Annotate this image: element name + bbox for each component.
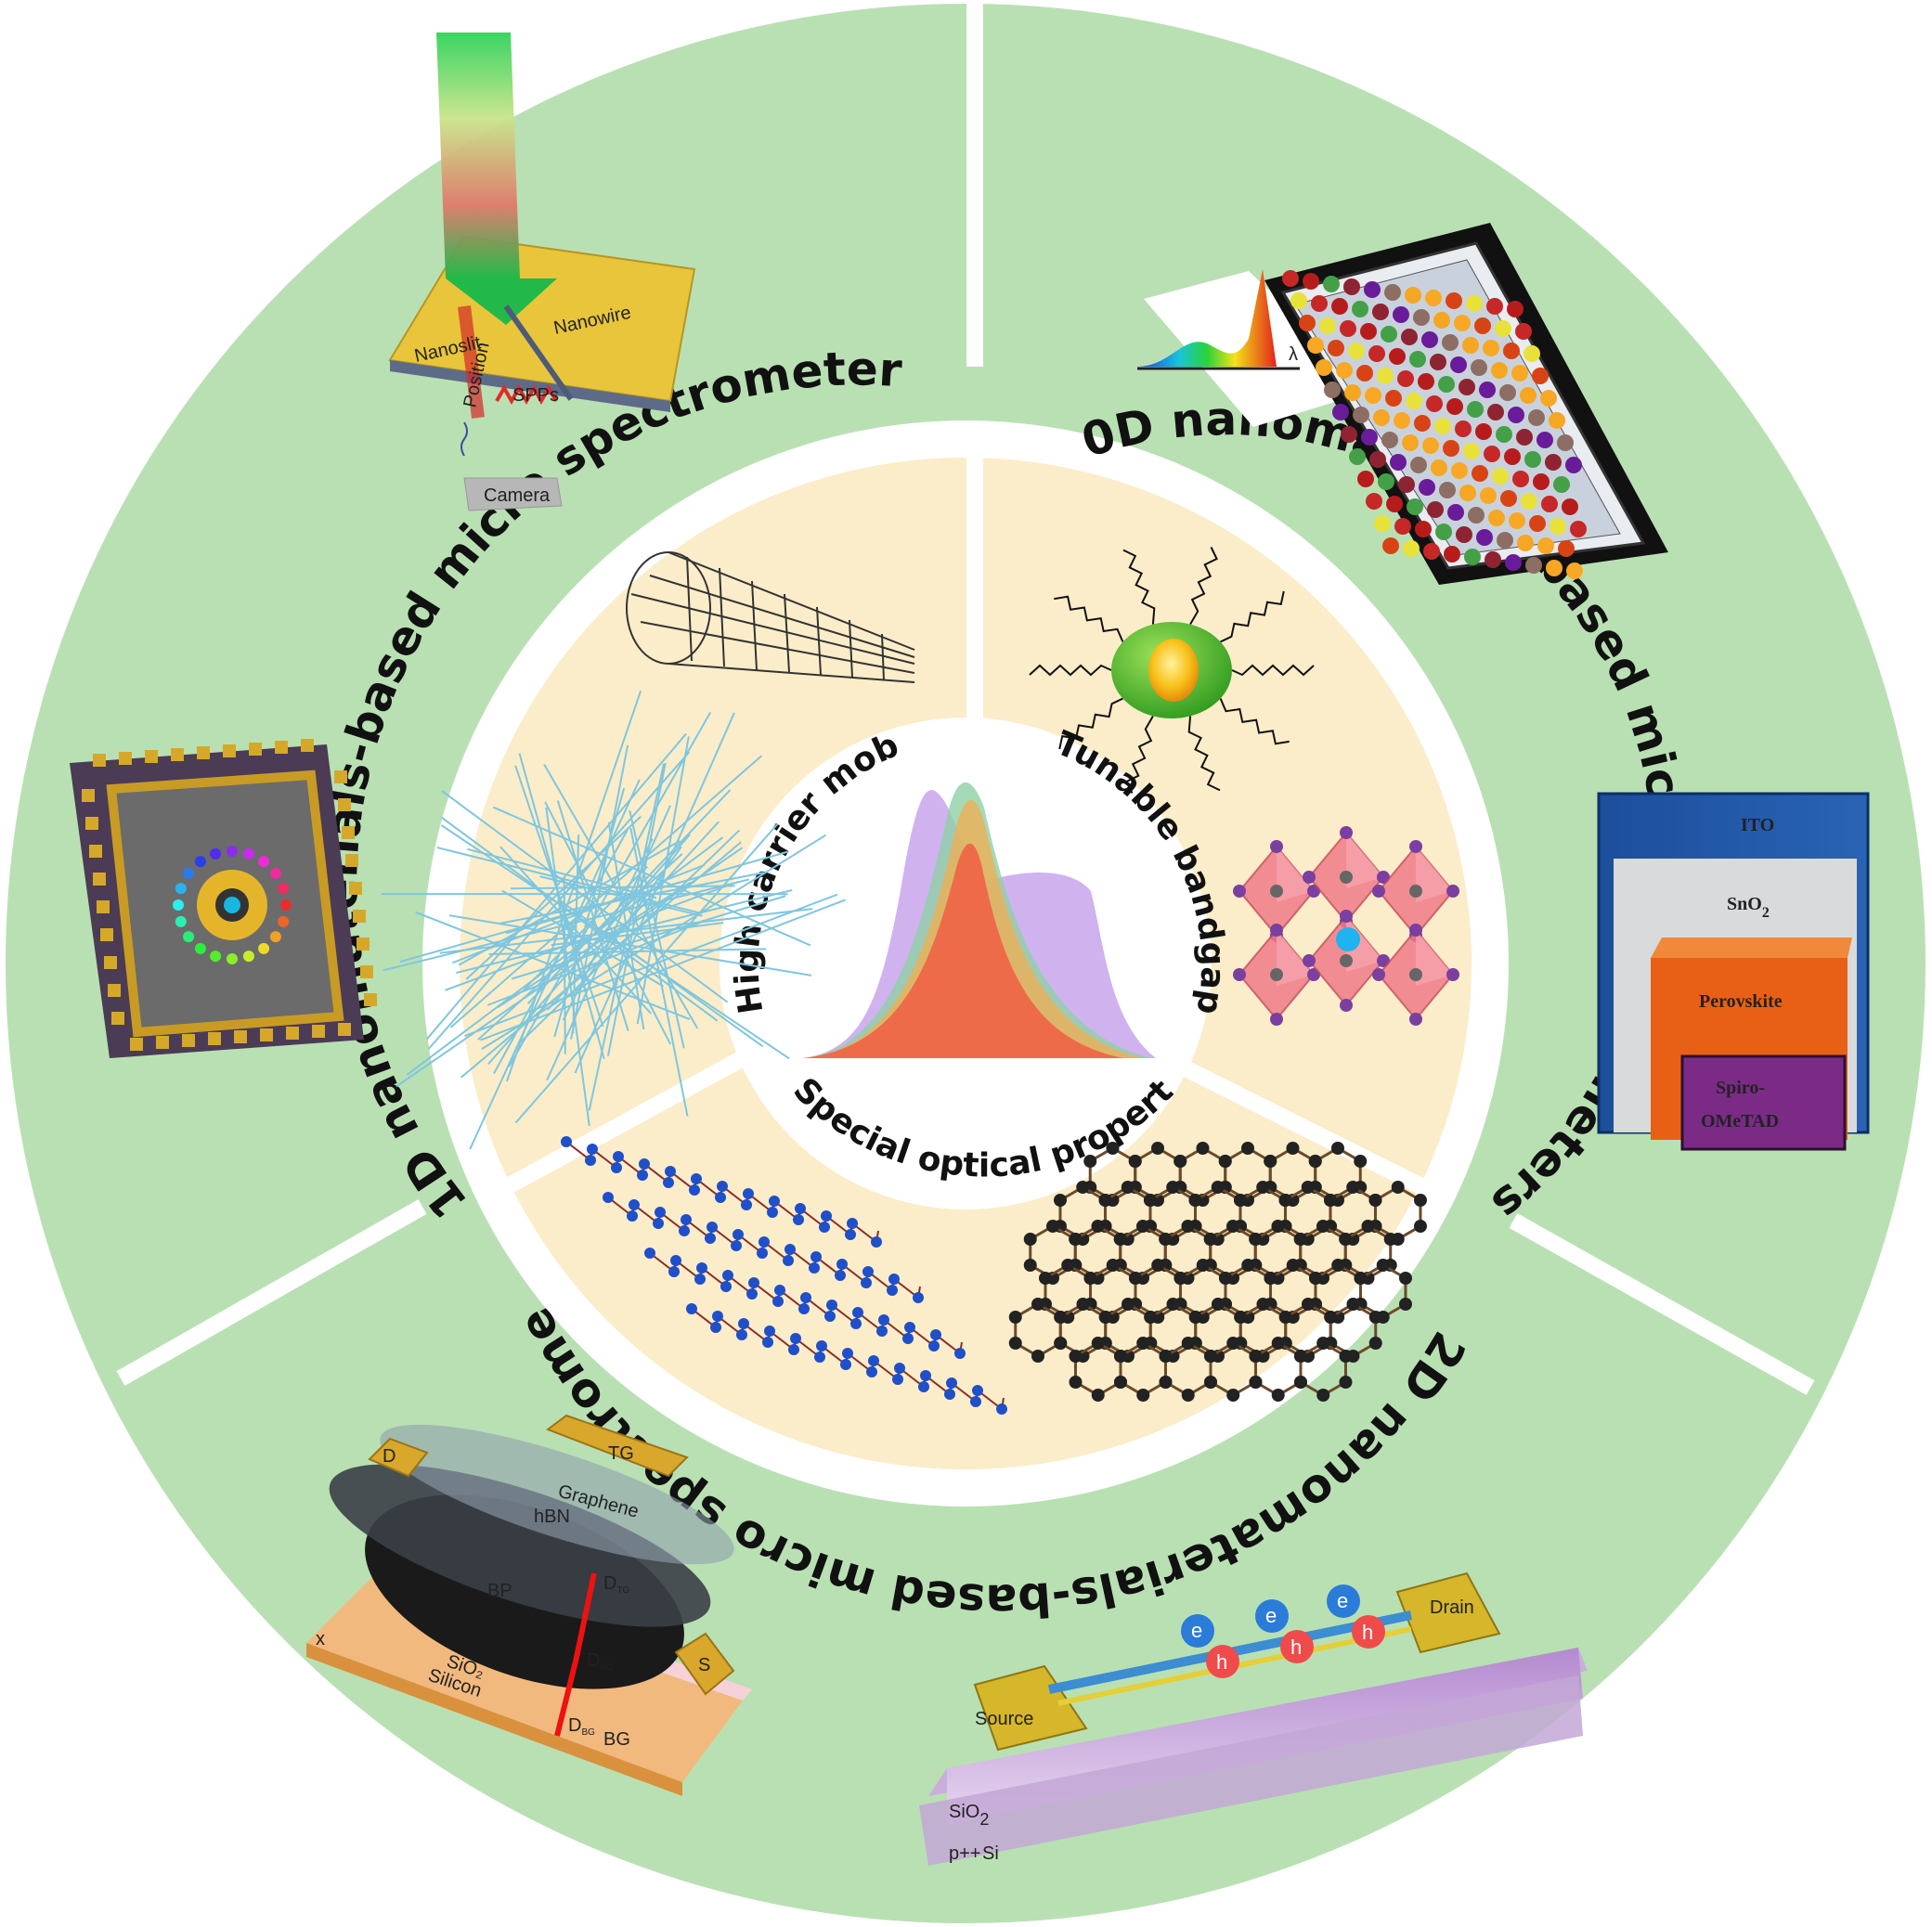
bp-dual-gate-device: D TG Graphene hBN BP SiO₂ Silicon S BG x… <box>306 1414 752 1796</box>
quantum-dot-array-device: λ <box>1137 223 1668 585</box>
chip-ring-device <box>70 739 377 1058</box>
core-shell-quantum-dot <box>1111 622 1232 718</box>
fet-si-prefix: p++ <box>949 1843 980 1864</box>
bp-s-label: S <box>698 1655 710 1675</box>
bp-dtg-label: DTG <box>603 1573 630 1596</box>
perovskite-stack-device: ITO SnO2 Perovskite Spiro- OMeTAD <box>1597 792 1870 1151</box>
quantum-dot-ligands <box>1029 547 1315 794</box>
bp-bg-label: BG <box>603 1729 630 1750</box>
camera-label: Camera <box>484 485 551 506</box>
bp-tg-label: TG <box>608 1443 634 1464</box>
electron-label: e <box>1265 1604 1277 1627</box>
sno2-label: SnO2 <box>1727 894 1770 921</box>
electron-label: e <box>1191 1619 1202 1642</box>
spiro-label-1: Spiro- <box>1716 1078 1765 1098</box>
fet-source-label: Source <box>975 1709 1033 1729</box>
spectrum-peaks-graphic <box>803 782 1156 1058</box>
hole-label: h <box>1290 1636 1302 1659</box>
electron-label: e <box>1337 1589 1348 1612</box>
bp-x-label: x <box>316 1629 325 1649</box>
bp-d-label: D <box>383 1446 395 1467</box>
nanowire-mesh-graphic <box>381 690 847 1150</box>
fet-si-label: Si <box>982 1843 999 1864</box>
hole-label: h <box>1216 1650 1227 1674</box>
ito-label: ITO <box>1741 815 1774 835</box>
ring-dividers <box>116 0 1815 1395</box>
fet-drain-label: Drain <box>1430 1597 1474 1618</box>
bp-dbg2-label: DBG <box>568 1715 595 1738</box>
spiro-label-2: OMeTAD <box>1701 1111 1779 1132</box>
black-phosphorus-graphic <box>561 1136 1007 1415</box>
nanowire-spectrometer-device: Nanoslit Nanowire Position SPPs Camera <box>388 32 696 511</box>
fet-sio2-label: SiO2 <box>949 1802 989 1829</box>
graphene-lattice-graphic <box>1008 1142 1427 1402</box>
perovskite-label: Perovskite <box>1699 991 1783 1012</box>
carbon-nanotube-graphic <box>626 551 915 683</box>
lambda-label: λ <box>1289 344 1298 365</box>
hole-label: h <box>1362 1621 1373 1644</box>
perovskite-crystal-graphic <box>1233 826 1459 1026</box>
spps-label: SPPs <box>512 385 559 406</box>
bp-dbg-label: DBG <box>587 1650 614 1673</box>
bp-hbn-label: hBN <box>534 1507 570 1527</box>
bp-bp-label: BP <box>487 1581 512 1601</box>
